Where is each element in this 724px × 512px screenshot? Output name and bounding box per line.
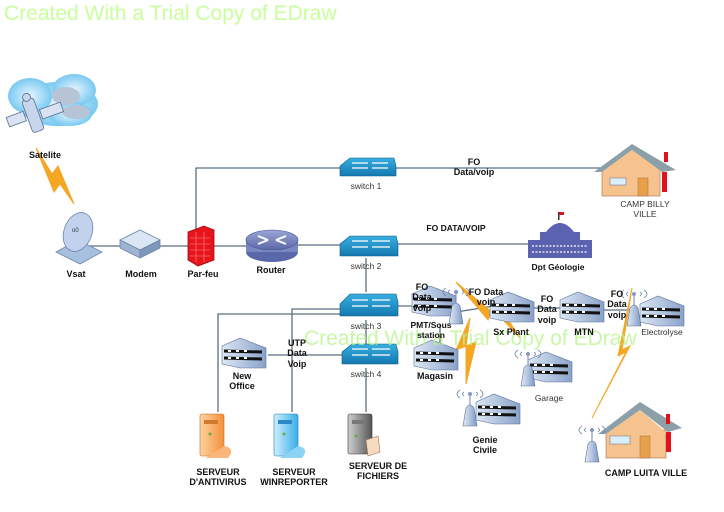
link-pmt-sx: [455, 305, 495, 313]
camp-luita-house-icon: [598, 402, 682, 459]
vsat-dish-icon: o0: [55, 212, 103, 265]
label-server-antivirus: SERVEUR D'ANTIVIRUS: [189, 467, 247, 488]
bolt-electro-luita: [591, 287, 633, 419]
label-switch2: switch 2: [350, 261, 382, 271]
satellite-cloud-icon: [5, 74, 98, 133]
bolt-satellite-vsat: [35, 147, 75, 205]
building-new-office: [221, 337, 267, 369]
tower-icons: [442, 287, 648, 463]
building-icons: [221, 285, 685, 425]
label-sx-plant: Sx Plant: [493, 327, 529, 337]
building-electrolyse: [639, 295, 685, 327]
server-antivirus-icon: [199, 413, 232, 458]
link-switch3-antivirus: [217, 313, 340, 412]
server-fichiers-icon: [347, 413, 381, 457]
label-link-mtn-electro: FO Data voip: [607, 289, 627, 320]
dpt-geologie-building-icon: [528, 212, 592, 258]
label-dpt-geologie: Dpt Géologie: [531, 262, 585, 272]
label-electrolyse: Electrolyse: [641, 327, 683, 337]
label-switch1: switch 1: [350, 181, 382, 191]
label-server-fichiers: SERVEUR DE FICHIERS: [348, 461, 408, 482]
watermark-middle: Created With a Trial Copy of EDraw: [304, 327, 637, 350]
label-server-winreporter: SERVEUR WINREPORTER: [260, 467, 328, 488]
building-pmt: [411, 285, 457, 317]
camp-billy-house-icon: [594, 144, 676, 197]
label-pmt: PMT/Sous station: [410, 320, 452, 340]
switch2-icon: [339, 235, 399, 257]
building-genie-civile: [475, 393, 521, 425]
label-switch4: switch 4: [350, 369, 382, 379]
label-camp-luita: CAMP LUITA VILLE: [604, 468, 688, 478]
building-mtn: [559, 291, 605, 323]
label-link-sw1-camp: FO Data/voip: [453, 157, 495, 178]
label-magasin: Magasin: [416, 371, 453, 381]
firewall-icon: [187, 225, 215, 267]
tower-genie-civile: [456, 389, 484, 427]
link-switch3-winreporter: [291, 308, 340, 412]
server-winreporter-icon: [273, 413, 306, 458]
label-genie-civile: Genie Civile: [472, 435, 498, 456]
switch3-icon: [339, 293, 399, 317]
tower-garage: [514, 349, 542, 387]
label-firewall: Par-feu: [187, 269, 219, 279]
building-magasin: [413, 339, 459, 371]
modem-icon: [119, 229, 161, 259]
label-link-sw4-office: UTP Data Voip: [287, 338, 307, 369]
label-vsat: Vsat: [66, 269, 86, 279]
label-switch3: switch 3: [350, 321, 382, 331]
building-garage: [527, 351, 573, 383]
wired-links: [80, 167, 636, 412]
switch1-icon: [339, 157, 397, 177]
label-link-sw2-dpt: FO DATA/VOIP: [426, 223, 486, 233]
satellite-icon: [5, 92, 65, 133]
label-camp-billy: CAMP BILLY VILLE: [620, 199, 670, 219]
label-mtn: MTN: [574, 327, 594, 337]
label-garage: Garage: [534, 393, 564, 403]
label-router: Router: [256, 265, 286, 275]
link-firewall-switch1: [195, 167, 340, 232]
switch4-icon: [341, 343, 399, 365]
tower-pmt: [442, 287, 470, 325]
label-link-sx-mtn: FO Data voip: [537, 294, 557, 325]
building-sx-plant: [489, 291, 535, 323]
router-icon: [245, 229, 299, 262]
label-satellite: Satelite: [28, 150, 61, 160]
tower-camp-luita: [578, 425, 606, 463]
switch-icons: [339, 157, 399, 365]
label-new-office: New Office: [229, 371, 255, 392]
label-link-sw3-pmt: FO Data voip: [412, 282, 432, 313]
watermark-top: Created With a Trial Copy of EDraw: [4, 2, 337, 25]
svg-text:o0: o0: [72, 228, 79, 234]
label-link-pmt-sx: FO Data voip: [468, 287, 504, 308]
label-modem: Modem: [125, 269, 157, 279]
tower-electrolyse: [620, 289, 648, 327]
